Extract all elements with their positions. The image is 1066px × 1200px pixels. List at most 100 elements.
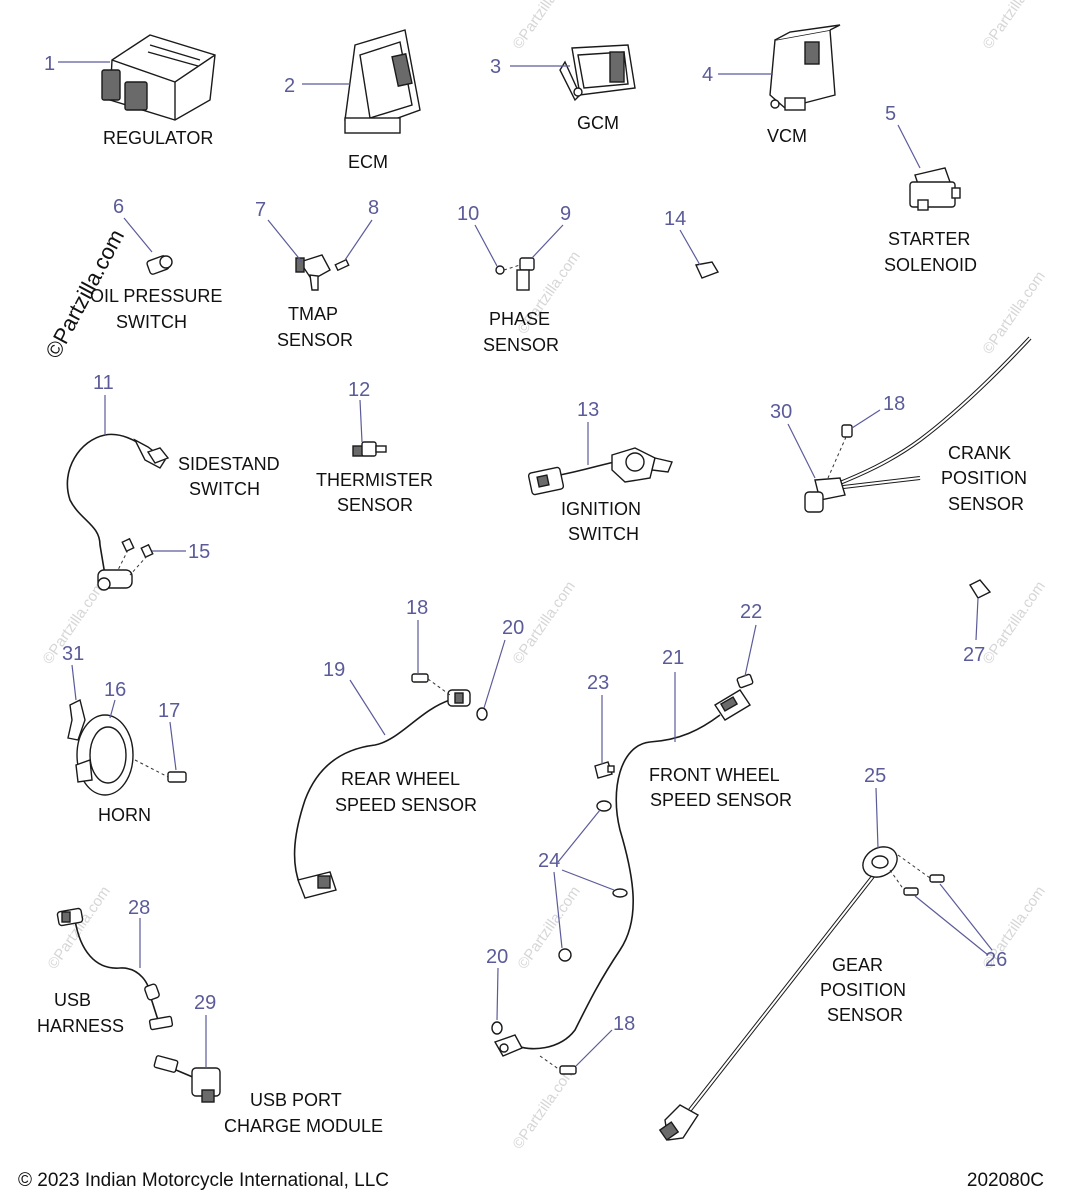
copyright-notice: © 2023 Indian Motorcycle International, … [18, 1170, 389, 1191]
tmap-sensor-part [295, 254, 331, 291]
crank-label-2: POSITION [941, 468, 1027, 488]
front-wheel-screw [559, 1065, 577, 1075]
gear-label-2: POSITION [820, 980, 906, 1000]
callout-14: 14 [664, 208, 686, 230]
front-wheel-washer [491, 1021, 503, 1035]
sidestand-switch-part [66, 433, 170, 591]
crank-sensor-screw [841, 424, 853, 438]
horn-screw [167, 771, 187, 783]
crank-label-3: SENSOR [948, 494, 1024, 514]
callout-12: 12 [348, 379, 370, 401]
callout-24: 24 [538, 850, 560, 872]
ignition-label-2: SWITCH [568, 524, 639, 544]
crank-position-sensor-part [804, 336, 1032, 513]
callout-27: 27 [963, 644, 985, 666]
watermark: ©Partzilla.com [979, 268, 1049, 357]
phase-sensor-part [516, 257, 535, 291]
callout-1: 1 [44, 53, 55, 75]
callout-30: 30 [770, 401, 792, 423]
sidestand-label-1: SIDESTAND [178, 454, 280, 474]
clip-part-27 [969, 579, 992, 599]
callout-9: 9 [560, 203, 571, 225]
callout-28: 28 [128, 897, 150, 919]
callout-26: 26 [985, 949, 1007, 971]
watermark: ©Partzilla.com [44, 883, 114, 972]
callout-18b: 18 [406, 597, 428, 619]
regulator-label: REGULATOR [103, 128, 213, 148]
tmap-label-2: SENSOR [277, 330, 353, 350]
starter-solenoid-part [909, 167, 961, 211]
starter-solenoid-label-2: SOLENOID [884, 255, 977, 275]
front-wheel-clips-24 [558, 800, 628, 962]
rear-wheel-speed-sensor-part [293, 689, 471, 899]
callout-20b: 20 [486, 946, 508, 968]
ecm-label: ECM [348, 152, 388, 172]
usb-harness-label-1: USB [54, 990, 91, 1010]
oil-pressure-label-1: OIL PRESSURE [90, 286, 222, 306]
sidestand-screws [121, 537, 154, 559]
thermister-label-1: THERMISTER [316, 470, 433, 490]
tmap-label-1: TMAP [288, 304, 338, 324]
watermark: ©Partzilla.com [514, 883, 584, 972]
thermister-label-2: SENSOR [337, 495, 413, 515]
usb-port-charge-module-part [153, 1055, 221, 1103]
callout-13: 13 [577, 399, 599, 421]
ignition-label-1: IGNITION [561, 499, 641, 519]
rear-wheel-screw [411, 673, 429, 683]
gear-label-3: SENSOR [827, 1005, 903, 1025]
callout-19: 19 [323, 659, 345, 681]
horn-bracket-part [67, 698, 86, 741]
callout-3: 3 [490, 56, 501, 78]
callout-2: 2 [284, 75, 295, 97]
gear-position-sensor-part [658, 846, 898, 1141]
callout-5: 5 [885, 103, 896, 125]
front-wheel-label-1: FRONT WHEEL [649, 765, 780, 785]
callout-22: 22 [740, 601, 762, 623]
oil-pressure-switch-part [146, 255, 173, 275]
thermister-sensor-part [352, 441, 387, 457]
callout-15: 15 [188, 541, 210, 563]
front-wheel-clip-23 [594, 761, 615, 779]
crank-label-1: CRANK [948, 443, 1011, 463]
callout-17: 17 [158, 700, 180, 722]
phase-sensor-screw [495, 265, 505, 275]
sidestand-label-2: SWITCH [189, 479, 260, 499]
usb-harness-label-2: HARNESS [37, 1016, 124, 1036]
gear-label-1: GEAR [832, 955, 883, 975]
front-wheel-label-2: SPEED SENSOR [650, 790, 792, 810]
vcm-part [769, 24, 841, 111]
callout-6: 6 [113, 196, 124, 218]
callout-8: 8 [368, 197, 379, 219]
callout-29: 29 [194, 992, 216, 1014]
callout-10: 10 [457, 203, 479, 225]
usb-port-label-1: USB PORT [250, 1090, 342, 1110]
watermark: ©Partzilla.com [979, 0, 1049, 52]
callout-21: 21 [662, 647, 684, 669]
front-wheel-speed-sensor-part [493, 689, 751, 1057]
phase-label-2: SENSOR [483, 335, 559, 355]
callout-20a: 20 [502, 617, 524, 639]
callout-4: 4 [702, 64, 713, 86]
callout-7: 7 [255, 199, 266, 221]
tmap-screw [334, 258, 350, 272]
watermark: ©Partzilla.com [509, 1063, 579, 1152]
callout-11: 11 [93, 372, 114, 394]
callout-31: 31 [62, 643, 84, 665]
gear-sensor-screws [903, 874, 945, 896]
usb-port-label-2: CHARGE MODULE [224, 1116, 383, 1136]
gcm-part [559, 44, 636, 102]
gcm-label: GCM [577, 113, 619, 133]
regulator-part [101, 34, 216, 121]
front-wheel-connector-22 [736, 673, 754, 689]
watermark: ©Partzilla.com [509, 0, 579, 52]
usb-harness-part [56, 907, 174, 1031]
horn-label: HORN [98, 805, 151, 825]
oil-pressure-label-2: SWITCH [116, 312, 187, 332]
callout-18a: 18 [883, 393, 905, 415]
rear-wheel-label-1: REAR WHEEL [341, 769, 460, 789]
callout-16: 16 [104, 679, 126, 701]
phase-label-1: PHASE [489, 309, 550, 329]
rear-wheel-washer [476, 707, 488, 721]
starter-solenoid-label-1: STARTER [888, 229, 970, 249]
